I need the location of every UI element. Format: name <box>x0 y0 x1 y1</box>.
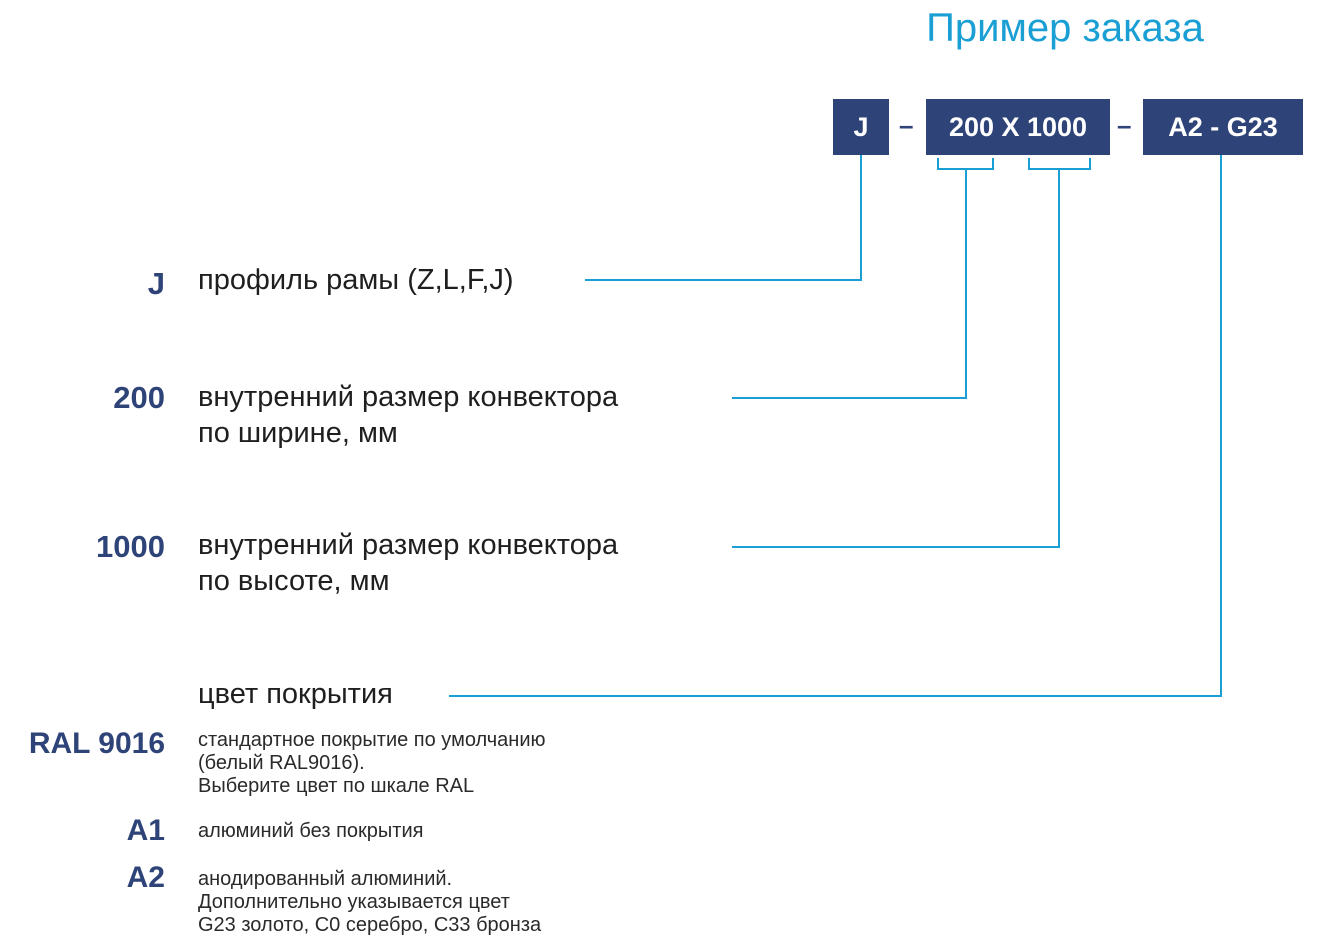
legend-desc-a1-line: алюминий без покрытия <box>198 820 424 842</box>
order-code-size-box: 200 X 1000 <box>926 99 1110 155</box>
legend-desc-a2-line: G23 золото, С0 серебро, С33 бронза <box>198 914 542 936</box>
legend-code-height: 1000 <box>96 529 165 564</box>
order-code-color-box: A2 - G23 <box>1143 99 1303 155</box>
legend-desc-ral9016-line: (белый RAL9016). <box>198 752 365 774</box>
order-code-separator: – <box>1117 110 1132 140</box>
bracket-width <box>937 158 994 170</box>
connector-coating <box>449 155 1222 697</box>
legend-desc-profile-line: профиль рамы (Z,L,F,J) <box>198 264 514 296</box>
legend-desc-a2-line: анодированный алюминий. <box>198 868 453 890</box>
legend-desc-ral9016-line: стандартное покрытие по умолчанию <box>198 729 546 751</box>
legend-code-profile: J <box>147 266 165 301</box>
legend-desc-a1: алюминий без покрытия <box>198 820 423 843</box>
legend-desc-ral9016: стандартное покрытие по умолчанию (белый… <box>198 729 546 798</box>
legend-desc-width-line2: по ширине, мм <box>198 417 398 449</box>
legend-desc-height-line1: внутренний размер конвектора <box>198 529 619 561</box>
legend-coating-heading: цвет покрытия <box>198 676 393 712</box>
legend-desc-width: внутренний размер конвектора по ширине, … <box>198 379 618 451</box>
legend-code-width: 200 <box>113 380 165 415</box>
legend-code-a2: A2 <box>126 861 165 894</box>
legend-desc-ral9016-line: Выберите цвет по шкале RAL <box>198 775 475 797</box>
bracket-height <box>1028 158 1091 170</box>
legend-desc-height-line2: по высоте, мм <box>198 565 390 597</box>
legend-desc-width-line1: внутренний размер конвектора <box>198 381 619 413</box>
legend-desc-a2-line: Дополнительно указывается цвет <box>198 891 510 913</box>
page-title: Пример заказа <box>926 6 1204 50</box>
connector-width <box>732 169 967 399</box>
order-code-profile-box: J <box>833 99 889 155</box>
legend-code-ral9016: RAL 9016 <box>28 727 165 760</box>
order-code-separator: – <box>899 110 914 140</box>
connector-profile <box>585 155 862 281</box>
legend-desc-height: внутренний размер конвектора по высоте, … <box>198 527 618 599</box>
legend-code-a1: A1 <box>126 814 165 847</box>
legend-desc-profile: профиль рамы (Z,L,F,J) <box>198 262 514 298</box>
legend-coating-heading-text: цвет покрытия <box>198 678 393 710</box>
legend-desc-a2: анодированный алюминий. Дополнительно ук… <box>198 868 541 937</box>
connector-height <box>732 169 1060 548</box>
